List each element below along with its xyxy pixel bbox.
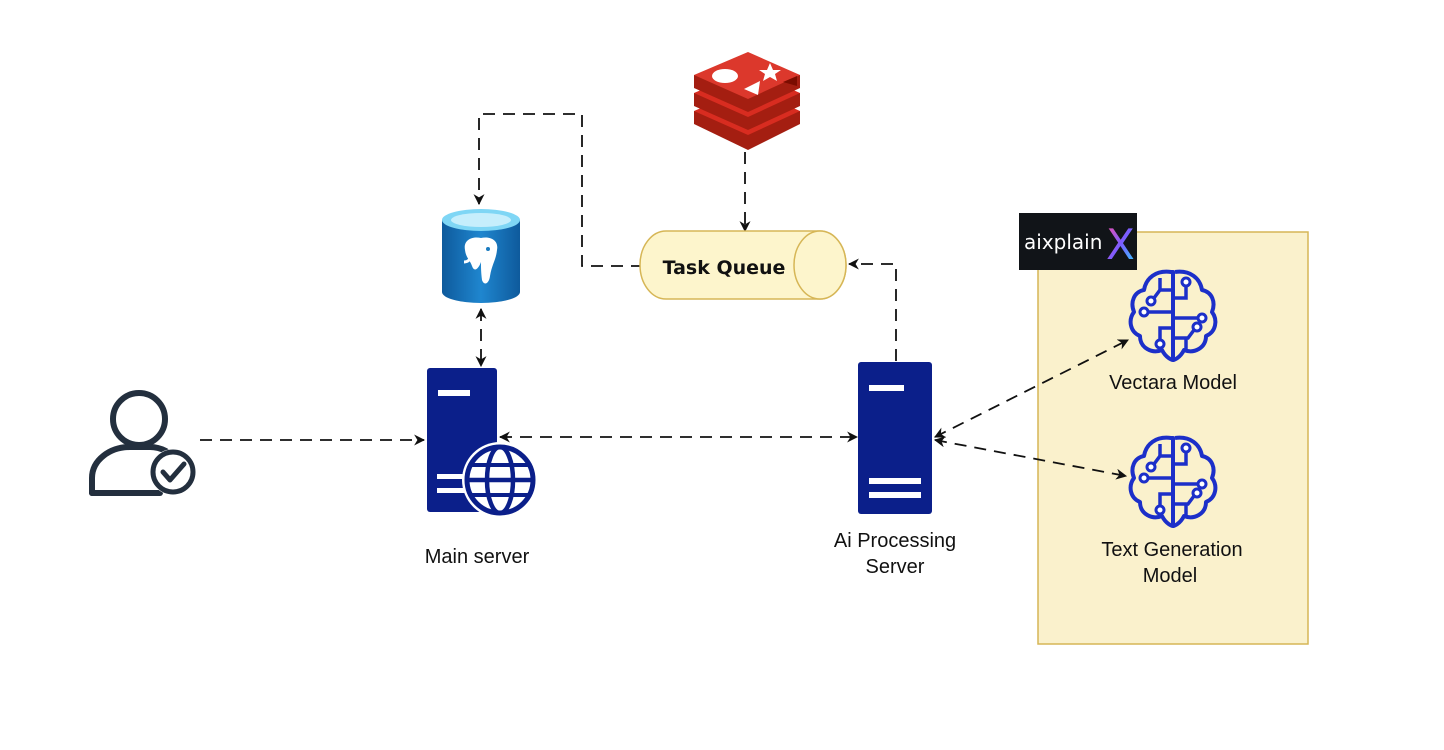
connector-ai-server-to-vectara[interactable] [934,339,1129,438]
task-queue-label: Task Queue [663,257,786,279]
connector-ai-server-to-queue[interactable] [847,258,897,361]
web-server-icon[interactable] [427,368,538,518]
text-generation-model-label-line1: Text Generation [1101,539,1242,561]
connectors [200,113,1129,480]
task-queue[interactable]: Task Queue [639,230,847,300]
brain-circuit-icon [1128,269,1218,362]
vectara-model[interactable]: Vectara Model [1109,269,1237,394]
redis-icon[interactable] [694,52,800,150]
vectara-model-label: Vectara Model [1109,372,1237,394]
ai-processing-server-label-line1: Ai Processing [834,530,956,552]
connector-queue-to-database[interactable] [473,113,643,267]
aixplain-logo-text: aixplain [1024,230,1102,254]
aixplain-logo: aixplain X [1019,213,1137,270]
ai-processing-server-label-line2: Server [866,556,925,578]
text-generation-model[interactable]: Text Generation Model [1101,435,1243,587]
aixplain-logo-mark: X [1106,220,1135,269]
brain-circuit-icon [1128,435,1218,528]
server-icon[interactable] [858,362,932,514]
user-check-icon[interactable] [89,390,196,496]
postgresql-database-icon[interactable] [442,209,520,303]
main-server-label: Main server [425,546,530,568]
text-generation-model-label-line2: Model [1143,565,1197,587]
connector-ai-server-to-text-generation[interactable] [933,436,1128,480]
